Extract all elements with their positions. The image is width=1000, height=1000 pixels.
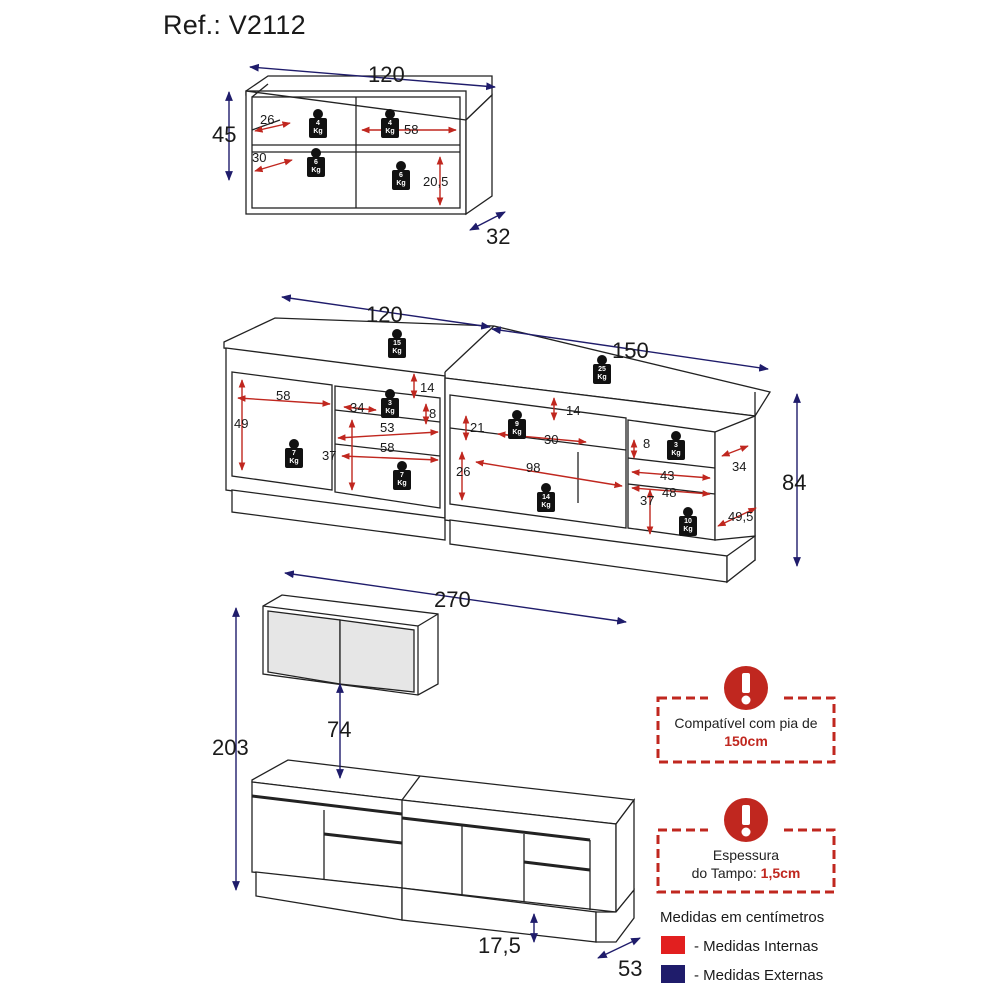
weight-label: 4 <box>388 120 392 127</box>
countertop-notice-line2b: 1,5cm <box>761 865 801 881</box>
assembly-width-label: 270 <box>434 587 471 612</box>
base-height-label: 84 <box>782 470 806 495</box>
dim-14b: 14 <box>566 403 580 418</box>
reference-title: Ref.: V2112 <box>163 10 306 40</box>
assembly-depth-label: 53 <box>618 956 642 981</box>
assembly-height-label: 203 <box>212 735 249 760</box>
legend-internal-label: - Medidas Internas <box>694 938 818 955</box>
svg-text:do Tampo: 1,5cm: do Tampo: 1,5cm <box>692 865 801 881</box>
weight-unit: Kg <box>385 408 394 415</box>
dim-8: 8 <box>429 406 436 421</box>
weight-label: 6 <box>399 172 403 179</box>
assembly-wall-cabinet <box>262 594 439 696</box>
weight-unit: Kg <box>683 526 692 533</box>
legend: Medidas em centímetros - Medidas Interna… <box>660 909 824 984</box>
legend-title: Medidas em centímetros <box>660 909 824 926</box>
upper-dimensions-external <box>225 63 506 231</box>
dim-34: 34 <box>350 400 364 415</box>
assembly-plinth-label: 17,5 <box>478 933 521 958</box>
weight-label: 7 <box>292 450 296 457</box>
dim-98: 98 <box>526 460 540 475</box>
weight-label: 4 <box>316 120 320 127</box>
weight-label: 9 <box>515 421 519 428</box>
notice-countertop: Espessura do Tampo: 1,5cm <box>656 798 836 894</box>
base-internal-labels: 58 49 34 14 8 53 58 37 21 14 30 8 26 98 … <box>234 380 753 524</box>
upper-depth-label: 32 <box>486 224 510 249</box>
base-dimensions-external <box>281 294 801 567</box>
weight-label: 7 <box>400 472 404 479</box>
dim-34b: 34 <box>732 459 746 474</box>
dim-14: 14 <box>420 380 434 395</box>
assembly-gap-label: 74 <box>327 717 351 742</box>
dim-58b: 58 <box>380 440 394 455</box>
dim-21: 21 <box>470 420 484 435</box>
upper-width-label: 120 <box>368 62 405 87</box>
weight-label: 15 <box>393 340 401 347</box>
upper-internal-58: 58 <box>404 122 418 137</box>
upper-internal-30: 30 <box>252 150 266 165</box>
dim-49-5: 49,5 <box>728 509 753 524</box>
notice-sink: Compatível com pia de 150cm <box>656 666 836 764</box>
legend-external-swatch <box>661 965 685 983</box>
upper-cabinet <box>245 75 493 216</box>
weight-unit: Kg <box>313 128 322 135</box>
upper-internal-20-5: 20,5 <box>423 174 448 189</box>
weight-unit: Kg <box>392 348 401 355</box>
weight-unit: Kg <box>512 429 521 436</box>
assembly-dimensions <box>232 570 641 959</box>
legend-external-label: - Medidas Externas <box>694 967 823 984</box>
weight-unit: Kg <box>311 167 320 174</box>
weight-label: 10 <box>684 518 692 525</box>
upper-height-label: 45 <box>212 122 236 147</box>
weight-unit: Kg <box>541 502 550 509</box>
countertop-notice-line2a: do Tampo: <box>692 865 761 881</box>
dim-53: 53 <box>380 420 394 435</box>
dim-58: 58 <box>276 388 290 403</box>
weight-label: 6 <box>314 159 318 166</box>
dim-30: 30 <box>544 432 558 447</box>
weight-label: 25 <box>598 366 606 373</box>
base-right-width-label: 150 <box>612 338 649 363</box>
countertop-notice-line1: Espessura <box>713 847 779 863</box>
weight-label: 3 <box>388 400 392 407</box>
dim-48: 48 <box>662 485 676 500</box>
weight-label: 14 <box>542 494 550 501</box>
dim-26: 26 <box>456 464 470 479</box>
weight-unit: Kg <box>397 480 406 487</box>
sink-notice-line1: Compatível com pia de <box>674 715 817 731</box>
upper-dimensions-internal <box>254 121 457 206</box>
dim-37b: 37 <box>640 493 654 508</box>
base-dimensions-internal <box>237 373 757 535</box>
weight-unit: Kg <box>289 458 298 465</box>
legend-internal-swatch <box>661 936 685 954</box>
weight-unit: Kg <box>671 450 680 457</box>
dim-43: 43 <box>660 468 674 483</box>
weight-unit: Kg <box>385 128 394 135</box>
sink-notice-line2: 150cm <box>724 733 768 749</box>
weight-label: 3 <box>674 442 678 449</box>
dim-37: 37 <box>322 448 336 463</box>
assembly-base-cabinets <box>251 759 636 943</box>
weight-unit: Kg <box>597 374 606 381</box>
dim-8b: 8 <box>643 436 650 451</box>
base-left-width-label: 120 <box>366 302 403 327</box>
dim-49: 49 <box>234 416 248 431</box>
upper-internal-26: 26 <box>260 112 274 127</box>
weight-unit: Kg <box>396 180 405 187</box>
